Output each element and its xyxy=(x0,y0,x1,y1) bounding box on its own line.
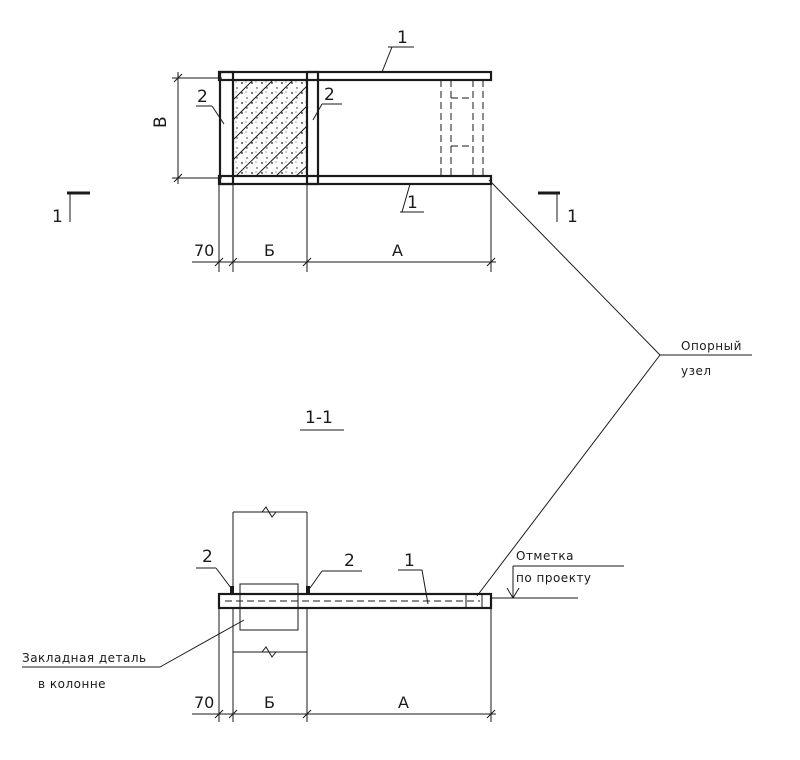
leader-beam-top xyxy=(381,46,393,73)
plan-view: 1 1 2 2 В 1 1 xyxy=(52,28,578,272)
dim-section-70: 70 xyxy=(194,693,214,712)
label-beam-top: 1 xyxy=(397,28,408,48)
dim-section-b: Б xyxy=(264,693,275,712)
section-mark-right xyxy=(538,191,560,222)
support-node-callout: Опорный узел xyxy=(476,179,752,597)
callout-line1: Опорный xyxy=(681,339,742,353)
section-leader-beam xyxy=(421,569,429,605)
section-label-plate-right: 2 xyxy=(344,551,355,571)
section-column xyxy=(232,506,308,658)
leader-plate-left xyxy=(211,105,225,125)
plan-plate-left xyxy=(218,70,235,186)
label-beam-bottom: 1 xyxy=(407,193,418,213)
dim-vertical xyxy=(172,72,222,184)
section-mark-left-label: 1 xyxy=(52,207,63,227)
label-plate-left: 2 xyxy=(197,87,208,107)
plan-support-dashed xyxy=(440,80,484,176)
section-view: 1-1 2 2 1 xyxy=(22,408,624,722)
embed-line1: Закладная деталь xyxy=(22,651,147,665)
section-leader-plate-left xyxy=(215,567,232,589)
section-title: 1-1 xyxy=(305,408,333,428)
weld-left xyxy=(230,586,234,594)
embed-leader xyxy=(159,619,245,668)
plan-beam-bottom xyxy=(217,174,493,186)
hatch-lines xyxy=(232,79,308,177)
section-mark-right-label: 1 xyxy=(567,207,578,227)
dim-plan-70: 70 xyxy=(194,241,214,260)
section-beam xyxy=(217,592,493,610)
callout-line2: узел xyxy=(681,364,712,378)
weld-right xyxy=(306,586,310,594)
dim-section-horizontal xyxy=(192,608,496,722)
plan-beam-top xyxy=(217,70,493,82)
level-line1: Отметка xyxy=(516,549,574,563)
label-dim-vertical: В xyxy=(151,116,171,128)
dim-plan-horizontal xyxy=(192,184,496,272)
callout-leader-top xyxy=(488,179,661,356)
leader-beam-bottom xyxy=(401,183,411,213)
dim-plan-b: Б xyxy=(264,241,275,260)
section-label-beam: 1 xyxy=(404,551,415,571)
callout-leader-bottom xyxy=(476,354,661,597)
section-mark-left xyxy=(67,191,90,222)
level-line2: по проекту xyxy=(516,571,592,585)
section-label-plate-left: 2 xyxy=(202,547,213,567)
label-plate-mid: 2 xyxy=(324,85,335,105)
plan-plate-mid xyxy=(305,70,320,186)
dim-plan-a: А xyxy=(392,241,403,260)
embed-line2: в колонне xyxy=(38,677,106,691)
dim-section-a: А xyxy=(398,693,409,712)
level-mark xyxy=(491,565,624,599)
